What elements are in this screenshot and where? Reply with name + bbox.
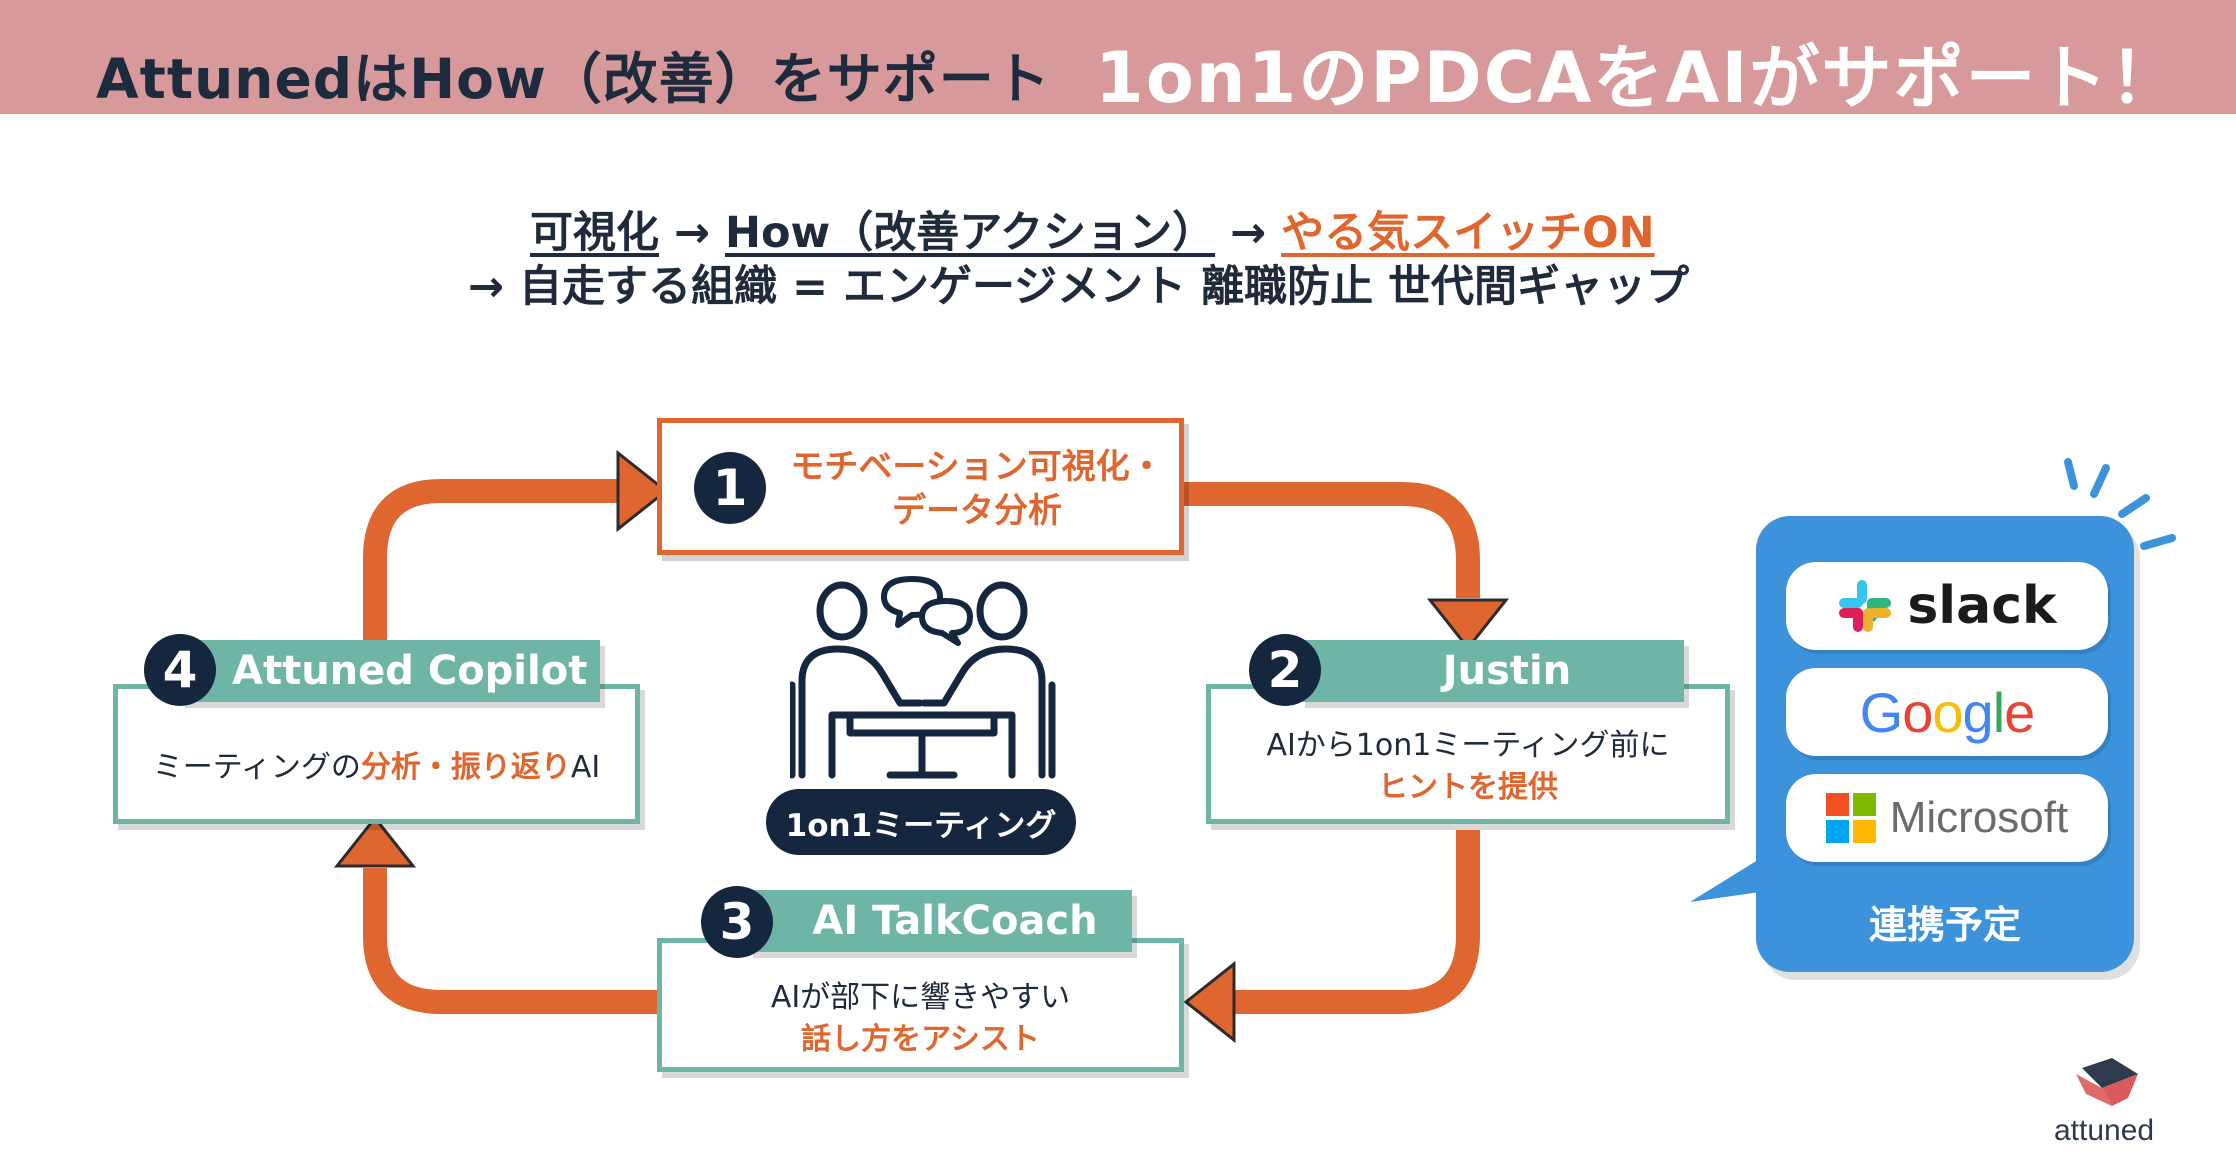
meeting-people-icon xyxy=(790,576,1056,779)
flow-visualize: 可視化 xyxy=(530,208,659,258)
google-logo: Google xyxy=(1786,668,2108,756)
step2-text: AIから1on1ミーティング前に ヒントを提供 xyxy=(1211,725,1725,809)
arrow-step1-to-step2 xyxy=(1184,482,1480,598)
step1-line2: データ分析 xyxy=(892,491,1062,531)
arrowhead-step4 xyxy=(333,815,417,868)
step2-title-bar: Justin xyxy=(1300,640,1684,702)
flow-line-1: 可視化 → How（改善アクション） → やる気スイッチON xyxy=(530,198,1655,260)
step2-line1: AIから1on1ミーティング前に xyxy=(1266,728,1670,763)
integration-status: 連携予定 xyxy=(1868,903,2021,947)
slack-logo: slack xyxy=(1786,562,2108,650)
arrowhead-step2 xyxy=(1426,598,1510,651)
flow-arrow-2: → xyxy=(1215,208,1282,258)
step1-box: 1 モチベーション可視化・ データ分析 xyxy=(657,418,1184,555)
banner-right-title: 1on1のPDCAをAIがサポート！ xyxy=(1095,37,2182,119)
microsoft-label: Microsoft xyxy=(1889,793,2069,842)
sparkle-lines xyxy=(2064,458,2176,550)
google-label: Google xyxy=(1859,680,2036,744)
speech-bubbles-icon xyxy=(881,576,973,646)
arrow-step3-to-step4 xyxy=(363,868,657,1014)
microsoft-logo-icon xyxy=(1825,793,1876,843)
flow-line-2: → 自走する組織 = エンゲージメント 離職防止 世代間ギャップ xyxy=(468,262,1690,312)
step4-number: 4 xyxy=(144,634,216,706)
step4-box: ミーティングの分析・振り返りAI xyxy=(113,684,640,824)
arrow-step4-to-step1 xyxy=(363,479,622,640)
step3-box: AIが部下に響きやすい 話し方をアシスト xyxy=(657,938,1184,1072)
microsoft-logo: Microsoft xyxy=(1786,774,2108,862)
arrowhead-step3 xyxy=(1183,960,1236,1044)
step2-title: Justin xyxy=(1442,648,1572,694)
flow-how: How（改善アクション） xyxy=(724,208,1216,258)
step3-title: AI TalkCoach xyxy=(812,898,1098,944)
step4-text: ミーティングの分析・振り返りAI xyxy=(118,747,635,789)
step3-title-bar: AI TalkCoach xyxy=(748,890,1132,952)
step2-line2: ヒントを提供 xyxy=(1378,770,1558,805)
step1-number: 1 xyxy=(694,452,766,524)
meeting-label: 1on1ミーティング xyxy=(766,789,1076,855)
step1-line1: モチベーション可視化・ xyxy=(790,447,1164,487)
arrowhead-step1 xyxy=(616,449,669,533)
banner-left-title: AttunedはHow（改善）をサポート xyxy=(96,47,1051,111)
flow-motivation-on: やる気スイッチON xyxy=(1281,208,1655,258)
attuned-logo-icon xyxy=(2076,1058,2138,1106)
attuned-brand-text: attuned xyxy=(2054,1114,2155,1147)
step1-text: モチベーション可視化・ データ分析 xyxy=(782,445,1172,533)
slack-label: slack xyxy=(1907,576,2057,636)
bubble-tail xyxy=(1690,850,1774,902)
step4-title-bar: Attuned Copilot xyxy=(180,640,600,702)
step3-text: AIが部下に響きやすい 話し方をアシスト xyxy=(662,977,1179,1061)
step3-line2: 話し方をアシスト xyxy=(801,1022,1040,1057)
step4-text-a: ミーティングの xyxy=(152,750,361,785)
step2-box: AIから1on1ミーティング前に ヒントを提供 xyxy=(1206,684,1730,824)
step4-text-b: 分析・振り返り xyxy=(360,750,571,785)
step3-line1: AIが部下に響きやすい xyxy=(770,980,1071,1015)
slack-logo-icon xyxy=(1839,580,1892,632)
integrations-bubble: slack Google Microsoft 連携予定 xyxy=(1756,516,2134,972)
arrow-step2-to-step3 xyxy=(1230,830,1480,1014)
title-banner: AttunedはHow（改善）をサポート 1on1のPDCAをAIがサポート！ xyxy=(0,0,2236,119)
step3-number: 3 xyxy=(701,886,773,958)
flow-arrow-1: → xyxy=(659,208,725,258)
step4-title: Attuned Copilot xyxy=(232,648,588,694)
step2-number: 2 xyxy=(1249,634,1321,706)
step4-text-c: AI xyxy=(570,750,601,785)
